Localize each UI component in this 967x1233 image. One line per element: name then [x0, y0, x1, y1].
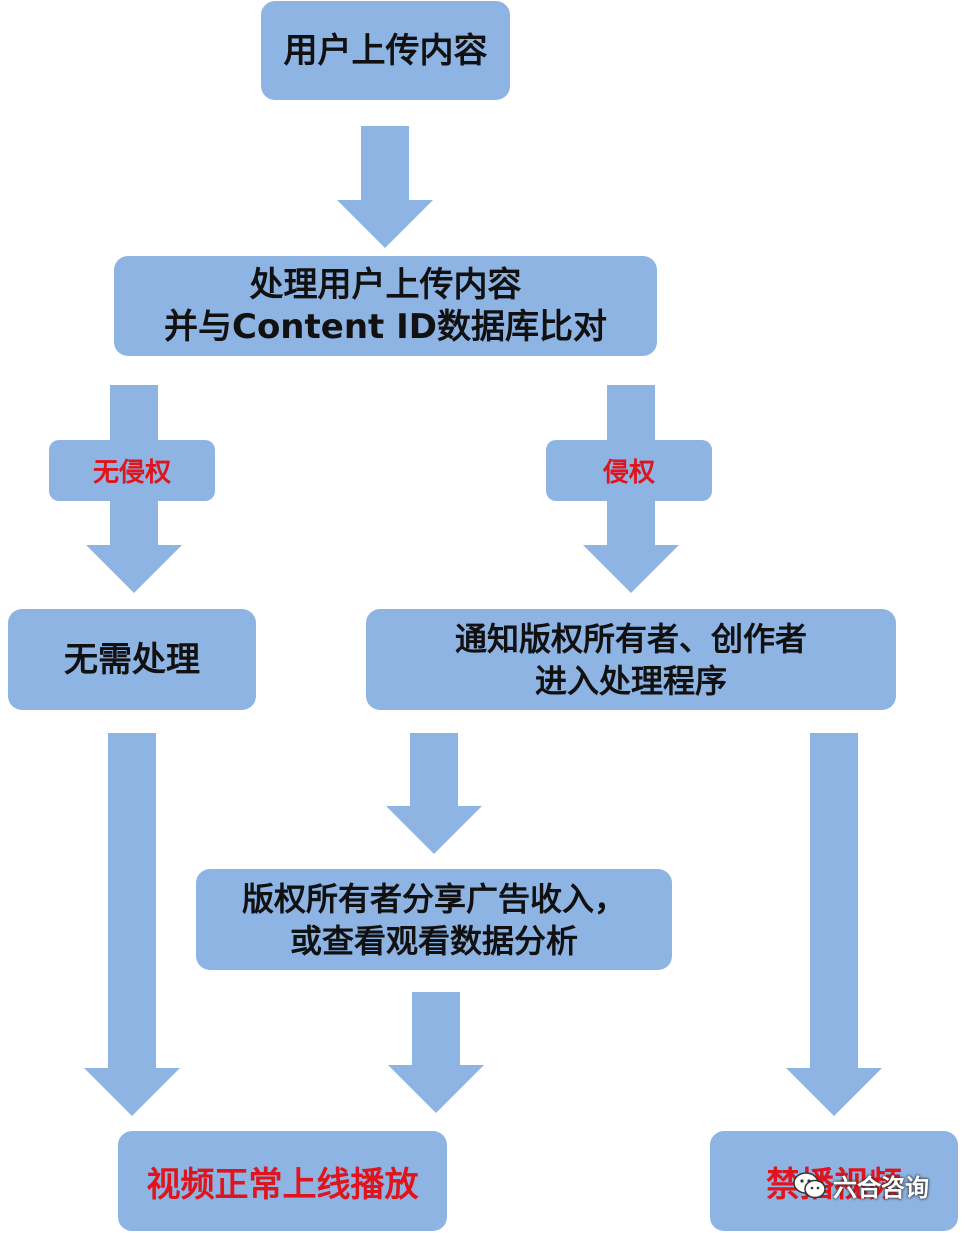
node-share-line-1: 版权所有者分享广告收入， [241, 879, 626, 918]
node-notify-owner: 通知版权所有者、创作者 进入处理程序 [366, 609, 896, 710]
node-ban-video-text: 禁播视频 [766, 1164, 902, 1205]
node-no-action: 无需处理 [8, 609, 256, 710]
label-infringement-text: 侵权 [602, 458, 655, 488]
node-compare-line-1: 处理用户上传内容 [249, 265, 522, 305]
node-notify-line-2: 进入处理程序 [534, 661, 727, 700]
node-ban-video: 禁播视频 [710, 1131, 958, 1231]
label-infringement: 侵权 [546, 440, 712, 501]
node-compare-line-2: 并与Content ID数据库比对 [164, 307, 607, 347]
watermark-text: 六合咨询 [833, 1174, 929, 1202]
node-upload-content: 用户上传内容 [261, 1, 510, 100]
arrow-upload-to-compare [337, 126, 433, 248]
watermark: 六合咨询 [793, 1168, 929, 1203]
label-no-infringement: 无侵权 [49, 440, 215, 501]
node-notify-line-1: 通知版权所有者、创作者 [454, 619, 807, 658]
node-compare-content-id: 处理用户上传内容 并与Content ID数据库比对 [114, 256, 657, 356]
node-publish-video: 视频正常上线播放 [118, 1131, 447, 1231]
arrow-no-action-to-publish [84, 733, 180, 1116]
node-share-line-2: 或查看观看数据分析 [289, 921, 578, 960]
arrow-share-to-publish [388, 992, 484, 1113]
arrow-notify-to-share [386, 733, 482, 854]
node-share-revenue: 版权所有者分享广告收入， 或查看观看数据分析 [196, 869, 672, 970]
label-no-infringement-text: 无侵权 [92, 458, 171, 488]
node-publish-video-text: 视频正常上线播放 [146, 1164, 419, 1205]
node-no-action-text: 无需处理 [64, 639, 200, 680]
node-upload-content-text: 用户上传内容 [283, 30, 488, 71]
arrow-notify-to-ban [786, 733, 882, 1116]
wechat-icon [793, 1171, 827, 1200]
